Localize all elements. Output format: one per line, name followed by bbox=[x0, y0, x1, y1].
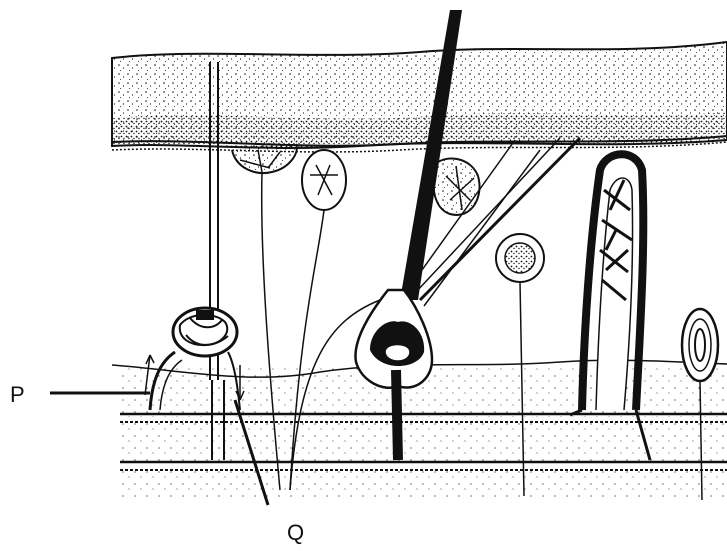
sebaceous-gland bbox=[434, 158, 480, 214]
sweat-gland bbox=[173, 308, 237, 356]
label-q: Q bbox=[287, 520, 304, 546]
label-p: P bbox=[10, 382, 25, 408]
epidermis-layer bbox=[112, 42, 727, 152]
